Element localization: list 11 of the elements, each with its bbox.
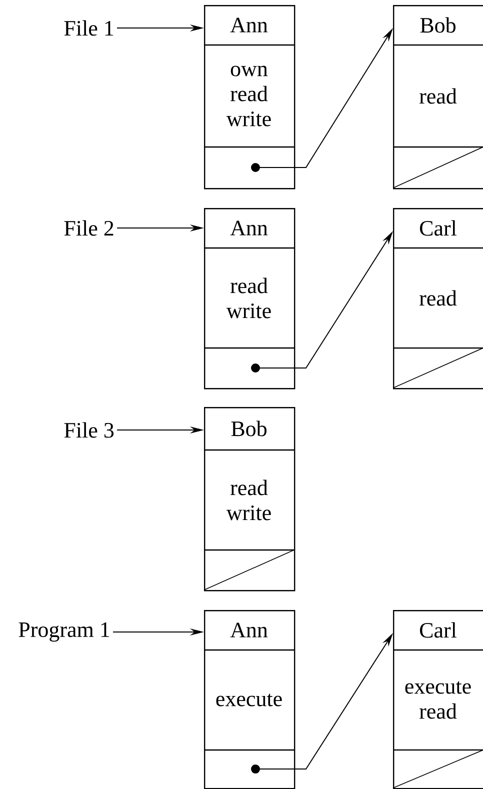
label-text: Program 1 (18, 622, 110, 642)
record-box: Carl read (392, 208, 483, 390)
record-box: Bob read write (204, 407, 296, 592)
record-box: Bob read (392, 5, 483, 190)
record-box: Ann read write (204, 208, 296, 390)
record-box: Ann own read write (204, 5, 296, 190)
label-text: File 2 (64, 220, 114, 236)
label-text: File 3 (64, 422, 114, 438)
record-box: Carl execute read (392, 610, 483, 789)
label-text: File 1 (64, 20, 114, 36)
record-box: Ann execute (204, 610, 296, 789)
